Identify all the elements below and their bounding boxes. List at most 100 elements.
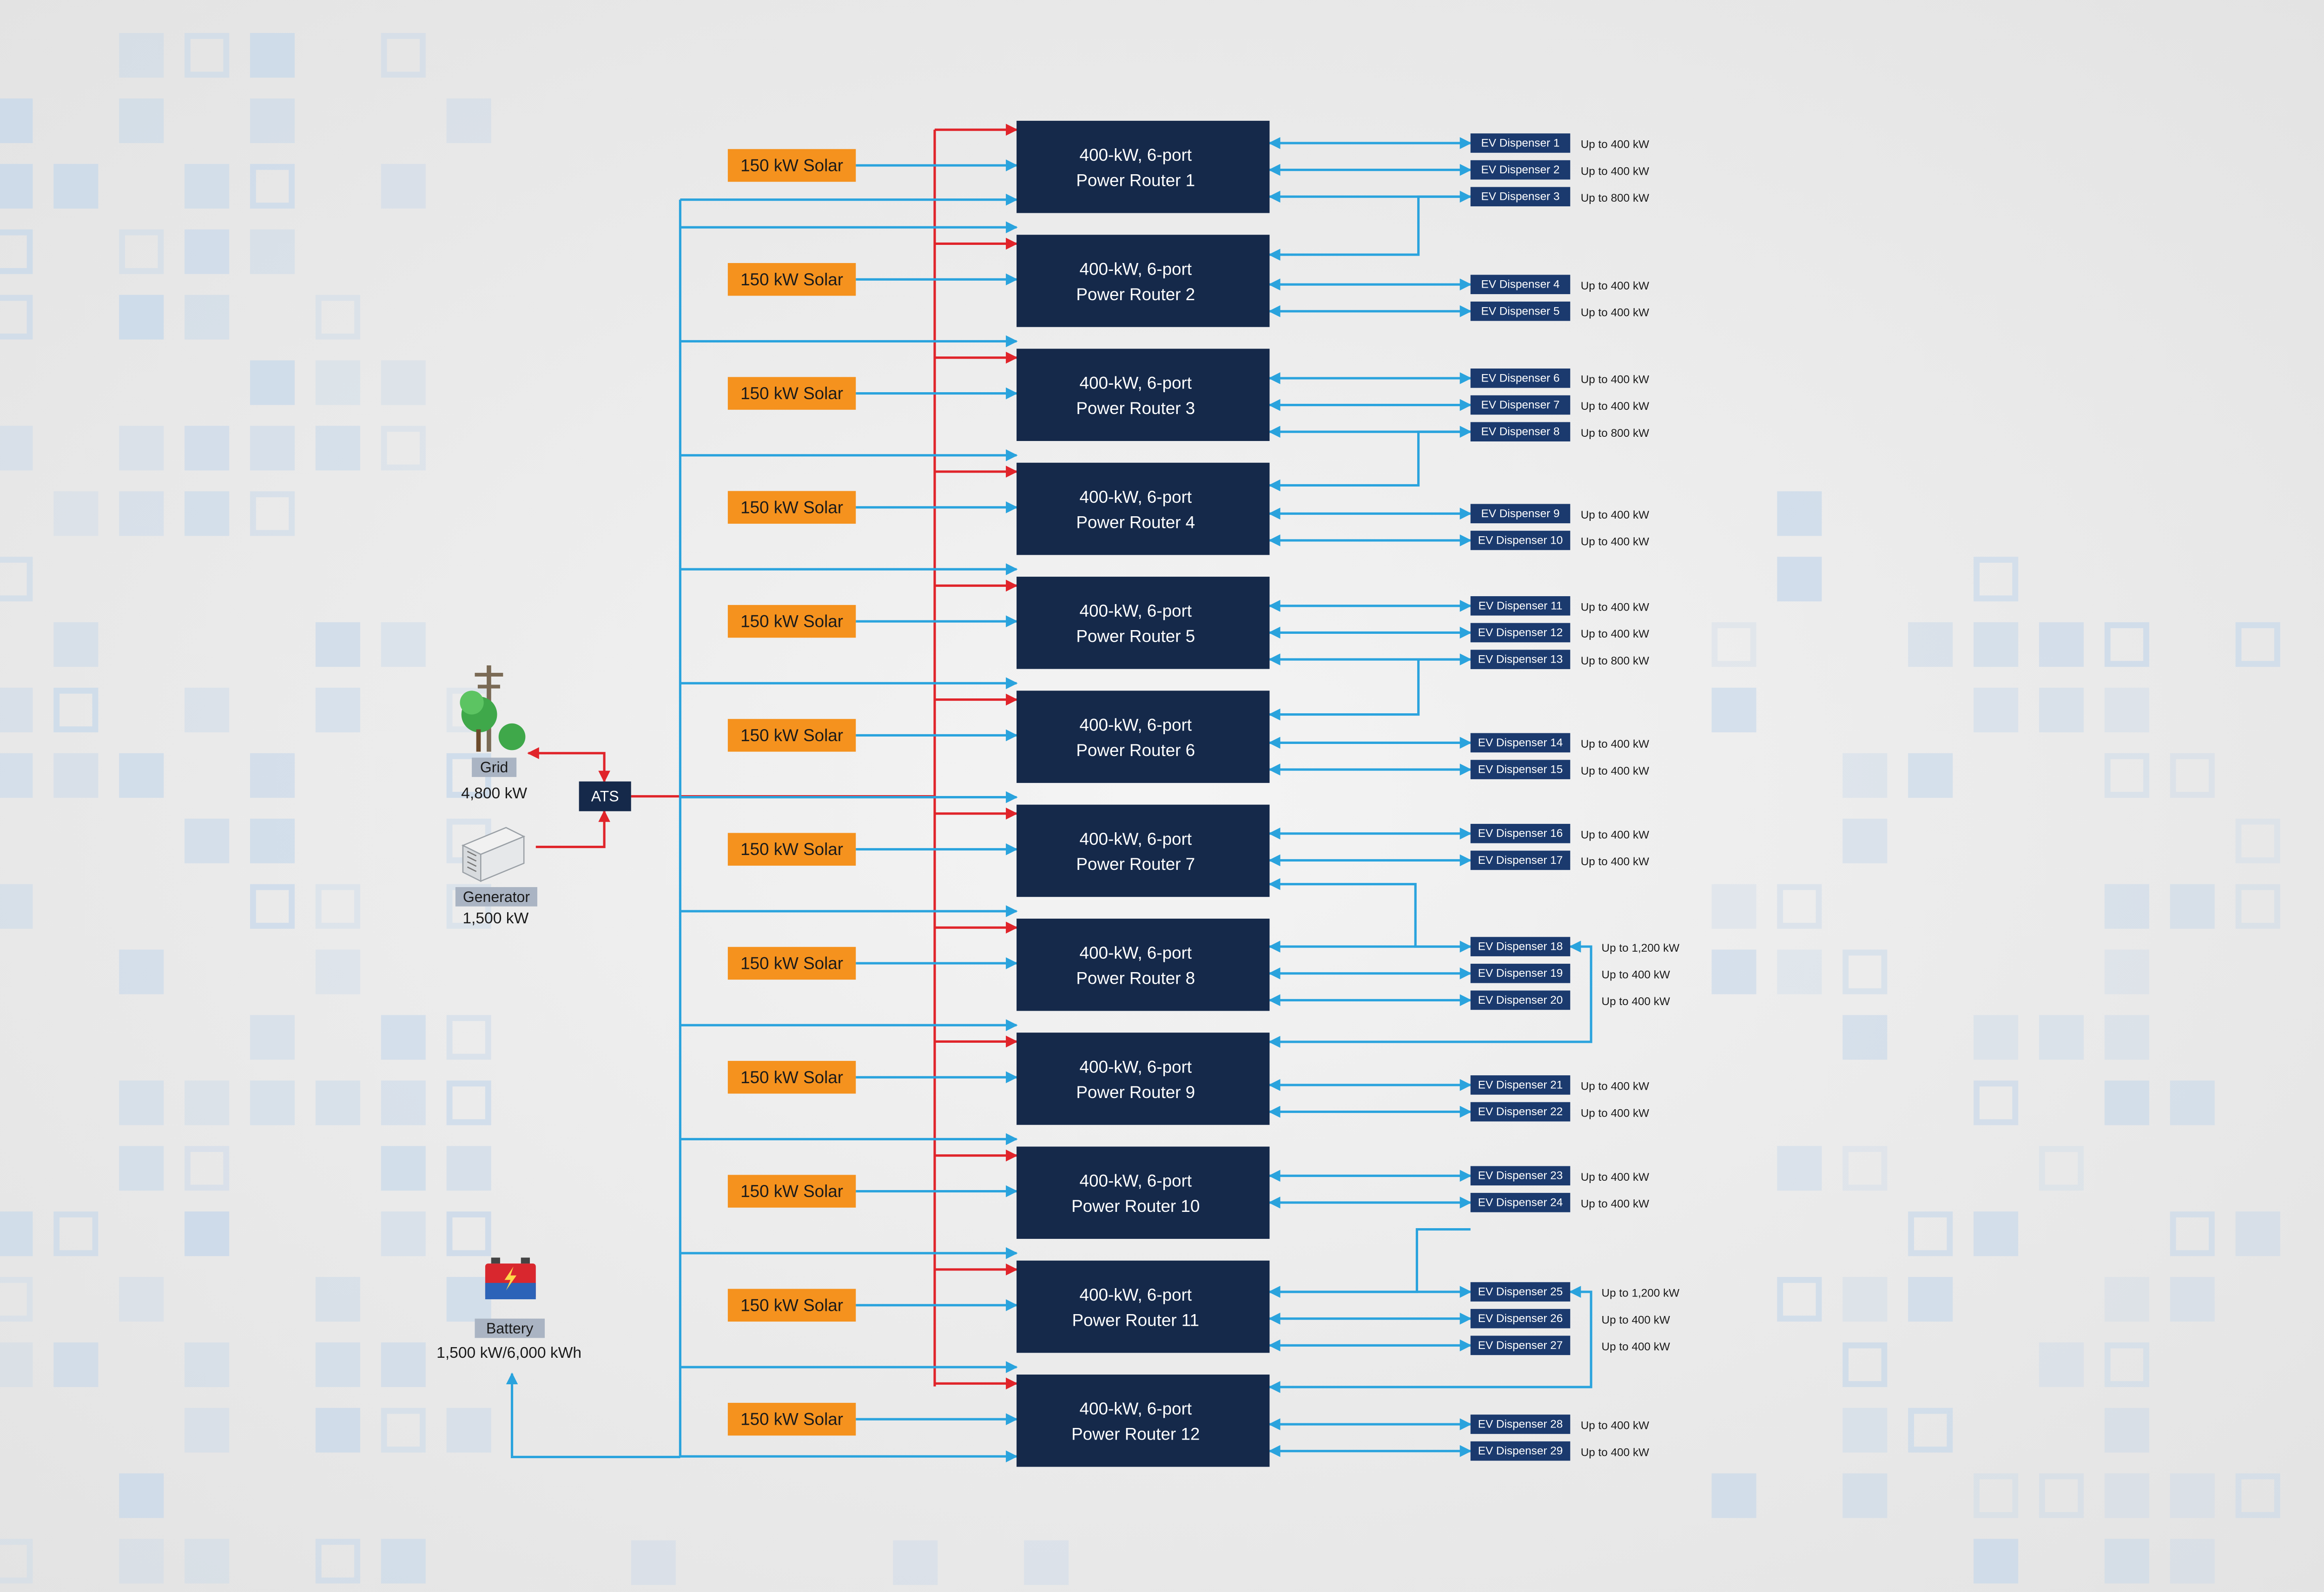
- solar-box: [727, 263, 856, 296]
- dispenser-box: [1470, 990, 1571, 1010]
- wiring: [506, 124, 1592, 1462]
- dispenser-box: [1470, 1335, 1571, 1355]
- dispenser-name: EV Dispenser 29: [1478, 1445, 1563, 1457]
- dispenser-power: Up to 1,200 kW: [1602, 1287, 1680, 1300]
- router-box: [1017, 918, 1270, 1011]
- router-box: [1017, 1375, 1270, 1467]
- grid-capacity: 4,800 kW: [461, 785, 527, 802]
- solar-box: [727, 833, 856, 866]
- dispenser-box: [1470, 850, 1571, 870]
- solar-panel-5: 150 kW Solar: [727, 605, 856, 638]
- solar-panel-1: 150 kW Solar: [727, 149, 856, 182]
- router-spec-label: 400-kW, 6-port: [1080, 1171, 1192, 1191]
- dispenser-return-line: [1268, 941, 1592, 1048]
- solar-box: [727, 377, 856, 410]
- dispenser-name: EV Dispenser 14: [1478, 737, 1563, 749]
- router-name-label: Power Router 4: [1076, 513, 1195, 532]
- solar-panel-10: 150 kW Solar: [727, 1175, 856, 1208]
- router-spec-label: 400-kW, 6-port: [1080, 145, 1192, 164]
- dispenser-power: Up to 400 kW: [1581, 306, 1649, 319]
- dispenser-name: EV Dispenser 9: [1481, 507, 1559, 520]
- solar-panel-4: 150 kW Solar: [727, 491, 856, 524]
- dispenser-box: [1470, 422, 1571, 441]
- generator-label: Generator: [463, 888, 530, 905]
- ats-grid-line: [527, 747, 610, 783]
- solar-panel-8: 150 kW Solar: [727, 947, 856, 980]
- router-name-label: Power Router 7: [1076, 855, 1195, 874]
- router-name-label: Power Router 8: [1076, 969, 1195, 988]
- solar-box: [727, 947, 856, 980]
- dispenser-box: [1470, 187, 1571, 207]
- dispenser-box: [1470, 504, 1571, 524]
- utility-pole-icon: [460, 665, 526, 752]
- dispenser-box: [1470, 395, 1571, 415]
- dispenser-bridge-line: [1268, 1228, 1471, 1298]
- router-name-label: Power Router 1: [1076, 171, 1195, 190]
- dispenser-box: [1470, 160, 1571, 180]
- solar-panel-2: 150 kW Solar: [727, 263, 856, 296]
- router-spec-label: 400-kW, 6-port: [1080, 601, 1192, 620]
- dispenser-power: Up to 400 kW: [1581, 400, 1649, 413]
- dispenser-power: Up to 400 kW: [1581, 165, 1649, 178]
- router-name-label: Power Router 9: [1076, 1083, 1195, 1102]
- solar-label: 150 kW Solar: [740, 1182, 843, 1201]
- dispenser-name: EV Dispenser 16: [1478, 827, 1563, 840]
- router-spec-label: 400-kW, 6-port: [1080, 374, 1192, 393]
- solar-label: 150 kW Solar: [740, 270, 843, 289]
- dispenser-name: EV Dispenser 2: [1481, 164, 1559, 176]
- solar-box: [727, 719, 856, 752]
- dispenser-name: EV Dispenser 22: [1478, 1105, 1563, 1118]
- dispenser-power: Up to 400 kW: [1581, 1080, 1649, 1093]
- router-name-label: Power Router 12: [1071, 1425, 1200, 1444]
- dispenser-power: Up to 400 kW: [1581, 765, 1649, 777]
- router-box: [1017, 462, 1270, 555]
- dispenser-name: EV Dispenser 10: [1478, 534, 1563, 546]
- router-name-label: Power Router 11: [1072, 1310, 1199, 1329]
- generator-tag: [455, 887, 537, 907]
- generator-icon: [461, 827, 526, 882]
- generator-ats-line: [535, 810, 610, 849]
- dispenser-box: [1470, 733, 1571, 753]
- solar-box: [727, 1061, 856, 1094]
- dispenser-name: EV Dispenser 24: [1478, 1196, 1563, 1209]
- solar-panel-11: 150 kW Solar: [727, 1289, 856, 1322]
- dispenser-power: Up to 400 kW: [1581, 1446, 1649, 1459]
- dispenser-name: EV Dispenser 13: [1478, 653, 1563, 666]
- router-spec-label: 400-kW, 6-port: [1080, 1399, 1192, 1418]
- dispenser-box: [1470, 937, 1571, 956]
- dispenser-power: Up to 800 kW: [1581, 192, 1649, 204]
- router-box: [1017, 804, 1270, 897]
- dispenser-power: Up to 400 kW: [1581, 1171, 1649, 1184]
- dispenser-box: [1470, 1309, 1571, 1329]
- dispenser-bridge-line: [1268, 195, 1471, 261]
- dispenser-box: [1470, 596, 1571, 616]
- solar-panel-7: 150 kW Solar: [727, 833, 856, 866]
- router-box: [1017, 349, 1270, 441]
- dispenser-power: Up to 400 kW: [1581, 628, 1649, 640]
- dispenser-name: EV Dispenser 8: [1481, 426, 1559, 438]
- dispenser-box: [1470, 650, 1571, 669]
- dispenser-power: Up to 400 kW: [1602, 995, 1670, 1008]
